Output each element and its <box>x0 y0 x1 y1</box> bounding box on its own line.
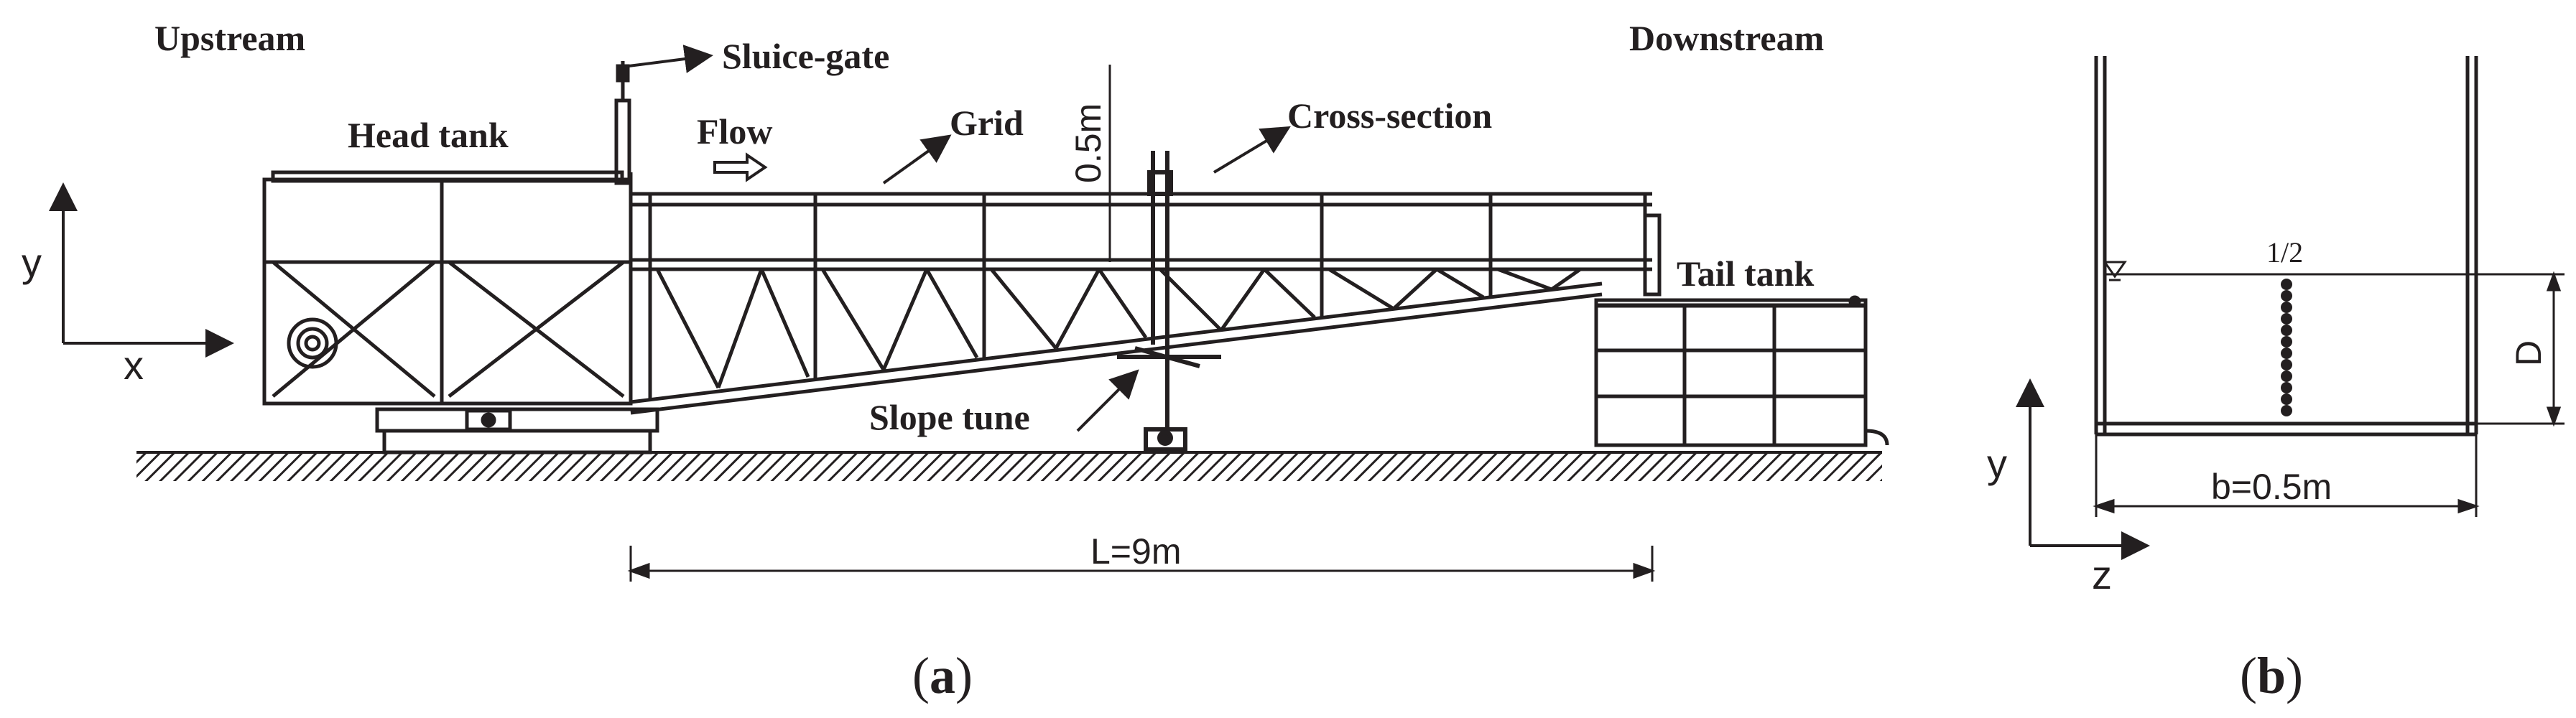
length-dimension <box>627 546 1656 582</box>
pointer-arrows <box>628 45 1291 432</box>
grid-label: Grid <box>950 103 1024 143</box>
flow-label: Flow <box>697 111 773 151</box>
head-tank-label: Head tank <box>348 115 509 155</box>
height-dimension <box>1099 65 1121 262</box>
ground-hatch <box>136 452 1882 481</box>
width-dimension <box>2093 434 2480 517</box>
upstream-label: Upstream <box>154 18 305 58</box>
sluice-gate-label: Sluice-gate <box>722 36 889 76</box>
axis-z-label: z <box>2092 552 2112 597</box>
axis-y-label: y <box>22 240 42 285</box>
measurement-points <box>2281 279 2292 416</box>
length-label: L=9m <box>1090 531 1181 572</box>
head-tank <box>262 170 633 406</box>
axis-x-label: x <box>124 342 144 388</box>
depth-dimension <box>2476 271 2565 427</box>
tail-tank-label: Tail tank <box>1677 253 1815 294</box>
panel-a: y x <box>22 18 1889 704</box>
width-label: b=0.5m <box>2211 467 2332 507</box>
slope-tune-label: Slope tune <box>869 397 1030 437</box>
cross-section-label: Cross-section <box>1287 95 1492 136</box>
depth-label: D <box>2508 340 2549 366</box>
panel-b: 1/2 D b=0.5m y z (b) <box>1987 56 2565 704</box>
flow-arrow <box>713 152 768 182</box>
axes-xy <box>49 182 234 358</box>
head-tank-base <box>375 407 659 454</box>
tail-tank <box>1594 295 1889 447</box>
axis-y-label-b: y <box>1987 441 2007 486</box>
height-label: 0.5m <box>1068 103 1108 183</box>
cross-section-walls <box>2094 56 2478 437</box>
slope-tune-jack <box>1117 151 1221 452</box>
caption-b: (b) <box>2240 647 2303 704</box>
downstream-label: Downstream <box>1629 18 1824 58</box>
caption-a: (a) <box>912 647 973 704</box>
half-width-label: 1/2 <box>2266 236 2303 269</box>
water-surface-symbol <box>2103 261 2127 279</box>
axes-yz <box>2016 378 2150 560</box>
flume-channel <box>630 192 1662 415</box>
